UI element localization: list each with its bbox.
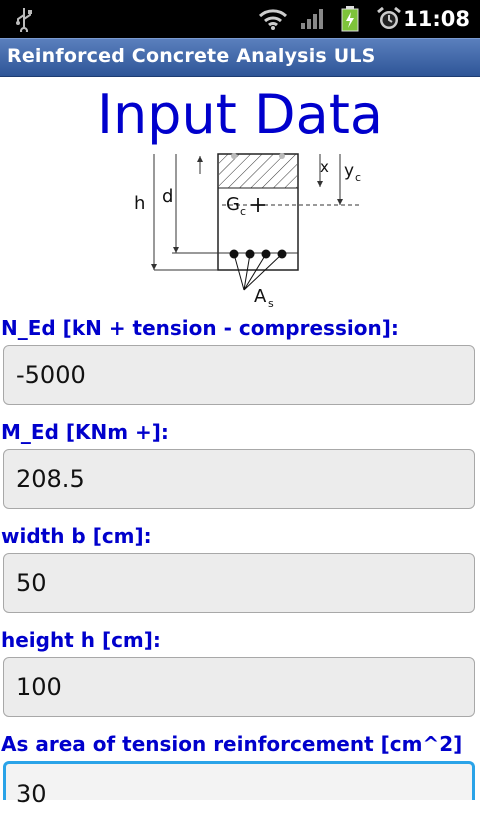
ned-input[interactable] [4,346,474,404]
usb-icon [14,6,34,36]
diagram-label-d: d [162,186,173,207]
diagram-label-yc-sub: c [355,171,361,184]
clock: 11:08 [403,7,470,31]
ned-field[interactable] [3,345,475,405]
as-area-input[interactable] [6,764,472,824]
diagram-label-h: h [134,193,145,214]
cross-section-diagram: h d x y c G c A s [130,150,370,312]
med-label: M_Ed [KNm +]: [1,420,169,444]
height-label: height h [cm]: [1,628,161,652]
app-title: Reinforced Concrete Analysis ULS [7,45,376,67]
width-input[interactable] [4,554,474,612]
ned-label: N_Ed [kN + tension - compression]: [1,316,399,340]
diagram-label-x: x [320,158,329,176]
page-title: Input Data [97,83,383,146]
diagram-label-as: A [254,286,267,307]
med-input[interactable] [4,450,474,508]
as-area-field[interactable] [3,761,475,824]
height-field[interactable] [3,657,475,717]
battery-charging-icon [341,6,359,36]
wifi-icon [258,8,288,34]
status-bar: 11:08 [0,0,480,38]
med-field[interactable] [3,449,475,509]
width-label: width b [cm]: [1,524,152,548]
as-area-label: As area of tension reinforcement [cm^2] [1,732,463,756]
app-title-bar: Reinforced Concrete Analysis ULS [0,38,480,77]
diagram-label-yc: y [344,161,354,181]
alarm-icon [376,6,402,36]
width-field[interactable] [3,553,475,613]
diagram-label-gc: G [226,194,240,215]
height-input[interactable] [4,658,474,716]
diagram-label-as-sub: s [268,297,274,310]
diagram-label-gc-sub: c [240,205,246,218]
signal-icon [300,8,326,34]
